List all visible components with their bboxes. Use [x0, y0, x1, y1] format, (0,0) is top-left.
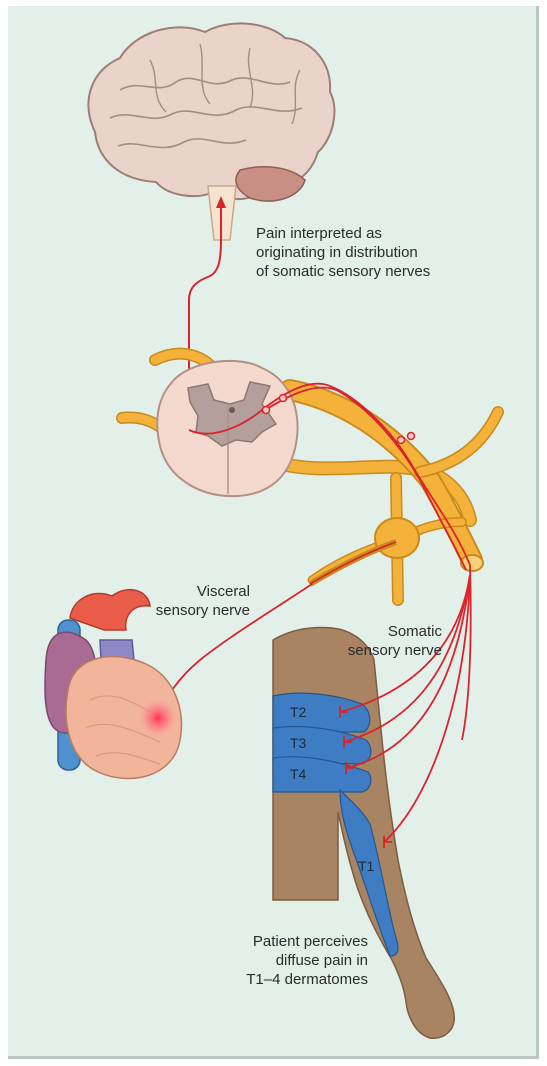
- pain-origin-glow: [138, 698, 178, 738]
- somatic-nerve-label: Somatic sensory nerve: [326, 622, 442, 660]
- brain-caption-line-3: of somatic sensory nerves: [256, 262, 430, 281]
- visceral-label-line-1: Visceral: [148, 582, 250, 601]
- brain-caption: Pain interpreted as originating in distr…: [256, 224, 430, 281]
- visceral-label-line-2: sensory nerve: [148, 601, 250, 620]
- visceral-sensory-nerve: [310, 542, 396, 584]
- spinal-cord: [157, 361, 297, 496]
- brain-caption-line-2: originating in distribution: [256, 243, 430, 262]
- dermatome-label-t2: T2: [290, 704, 306, 720]
- sympathetic-ganglion: [375, 518, 419, 558]
- patient-caption-line-1: Patient perceives: [216, 932, 368, 951]
- dermatome-label-t1: T1: [358, 858, 374, 874]
- visceral-nerve-label: Visceral sensory nerve: [148, 582, 250, 620]
- dermatome-label-t3: T3: [290, 735, 306, 751]
- brain: [88, 23, 334, 201]
- patient-caption: Patient perceives diffuse pain in T1–4 d…: [216, 932, 368, 989]
- somatic-label-line-1: Somatic: [326, 622, 442, 641]
- brain-caption-line-1: Pain interpreted as: [256, 224, 430, 243]
- somatic-label-line-2: sensory nerve: [326, 641, 442, 660]
- nerve-cut-end: [461, 555, 483, 571]
- patient-caption-line-3: T1–4 dermatomes: [216, 970, 368, 989]
- patient-caption-line-2: diffuse pain in: [216, 951, 368, 970]
- dermatome-label-t4: T4: [290, 766, 306, 782]
